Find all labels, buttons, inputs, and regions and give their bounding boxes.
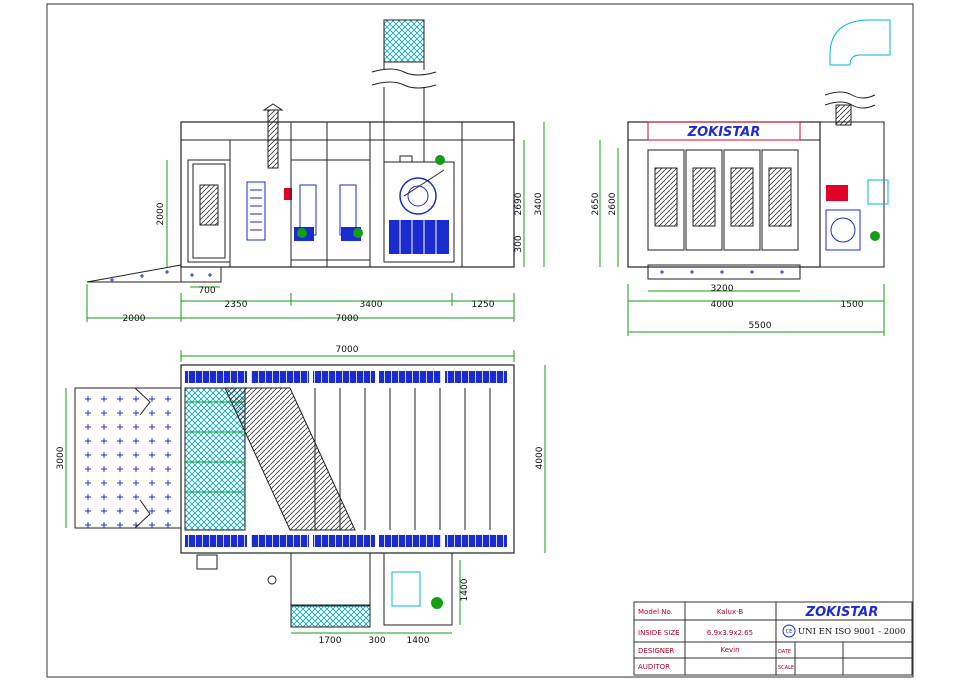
dim-plan-1400v: 1400 — [460, 578, 470, 601]
size-label: INSIDE SIZE — [638, 629, 680, 637]
auditor-label: AUDITOR — [638, 663, 670, 671]
dim-front-700: 700 — [198, 286, 215, 296]
sheet-frame — [46, 3, 914, 678]
dim-side-2650: 2650 — [591, 192, 601, 215]
dim-front-3400w: 3400 — [360, 300, 383, 310]
front-elevation — [86, 19, 515, 283]
iso-certification: UNI EN ISO 9001 - 2000 — [798, 627, 905, 637]
date-label: DATE — [778, 649, 791, 655]
scale-label: SCALE — [778, 665, 794, 671]
dim-side-2600: 2600 — [608, 192, 618, 215]
title-block: Model No. Kalux-B INSIDE SIZE 6.9x3.9x2.… — [633, 601, 913, 676]
side-elevation: ZOKISTAR — [627, 19, 891, 280]
dim-plan-7000: 7000 — [336, 345, 359, 355]
ce-mark: CE — [786, 629, 793, 635]
dim-front-2000: 2000 — [156, 202, 166, 225]
side-dimensions — [599, 140, 885, 336]
dim-front-300: 300 — [514, 235, 524, 252]
side-logo: ZOKISTAR — [687, 125, 761, 140]
model-value: Kalux-B — [717, 608, 744, 616]
size-value: 6.9x3.9x2.65 — [707, 629, 753, 637]
dim-front-1250: 1250 — [472, 300, 495, 310]
model-label: Model No. — [638, 608, 673, 616]
dim-plan-4000: 4000 — [535, 446, 545, 469]
ce-mark-icon — [782, 624, 796, 638]
dim-front-7000: 7000 — [336, 314, 359, 324]
designer-label: DESIGNER — [638, 647, 674, 655]
plan-dimensions — [65, 350, 546, 634]
dim-plan-3000: 3000 — [56, 446, 66, 469]
dim-plan-300: 300 — [368, 636, 385, 646]
dim-plan-1700: 1700 — [319, 636, 342, 646]
dim-side-5500: 5500 — [749, 321, 772, 331]
dim-side-3200: 3200 — [711, 284, 734, 294]
designer-value: Kevin — [720, 646, 739, 654]
dim-front-2350: 2350 — [225, 300, 248, 310]
dim-front-3400h: 3400 — [534, 192, 544, 215]
title-block-logo: ZOKISTAR — [805, 605, 879, 620]
front-dimensions — [86, 122, 545, 322]
dim-front-2000w: 2000 — [123, 314, 146, 324]
dim-side-1500: 1500 — [841, 300, 864, 310]
dim-front-2690: 2690 — [514, 192, 524, 215]
dim-plan-1400: 1400 — [407, 636, 430, 646]
plan-view — [74, 364, 515, 628]
dim-side-4000: 4000 — [711, 300, 734, 310]
